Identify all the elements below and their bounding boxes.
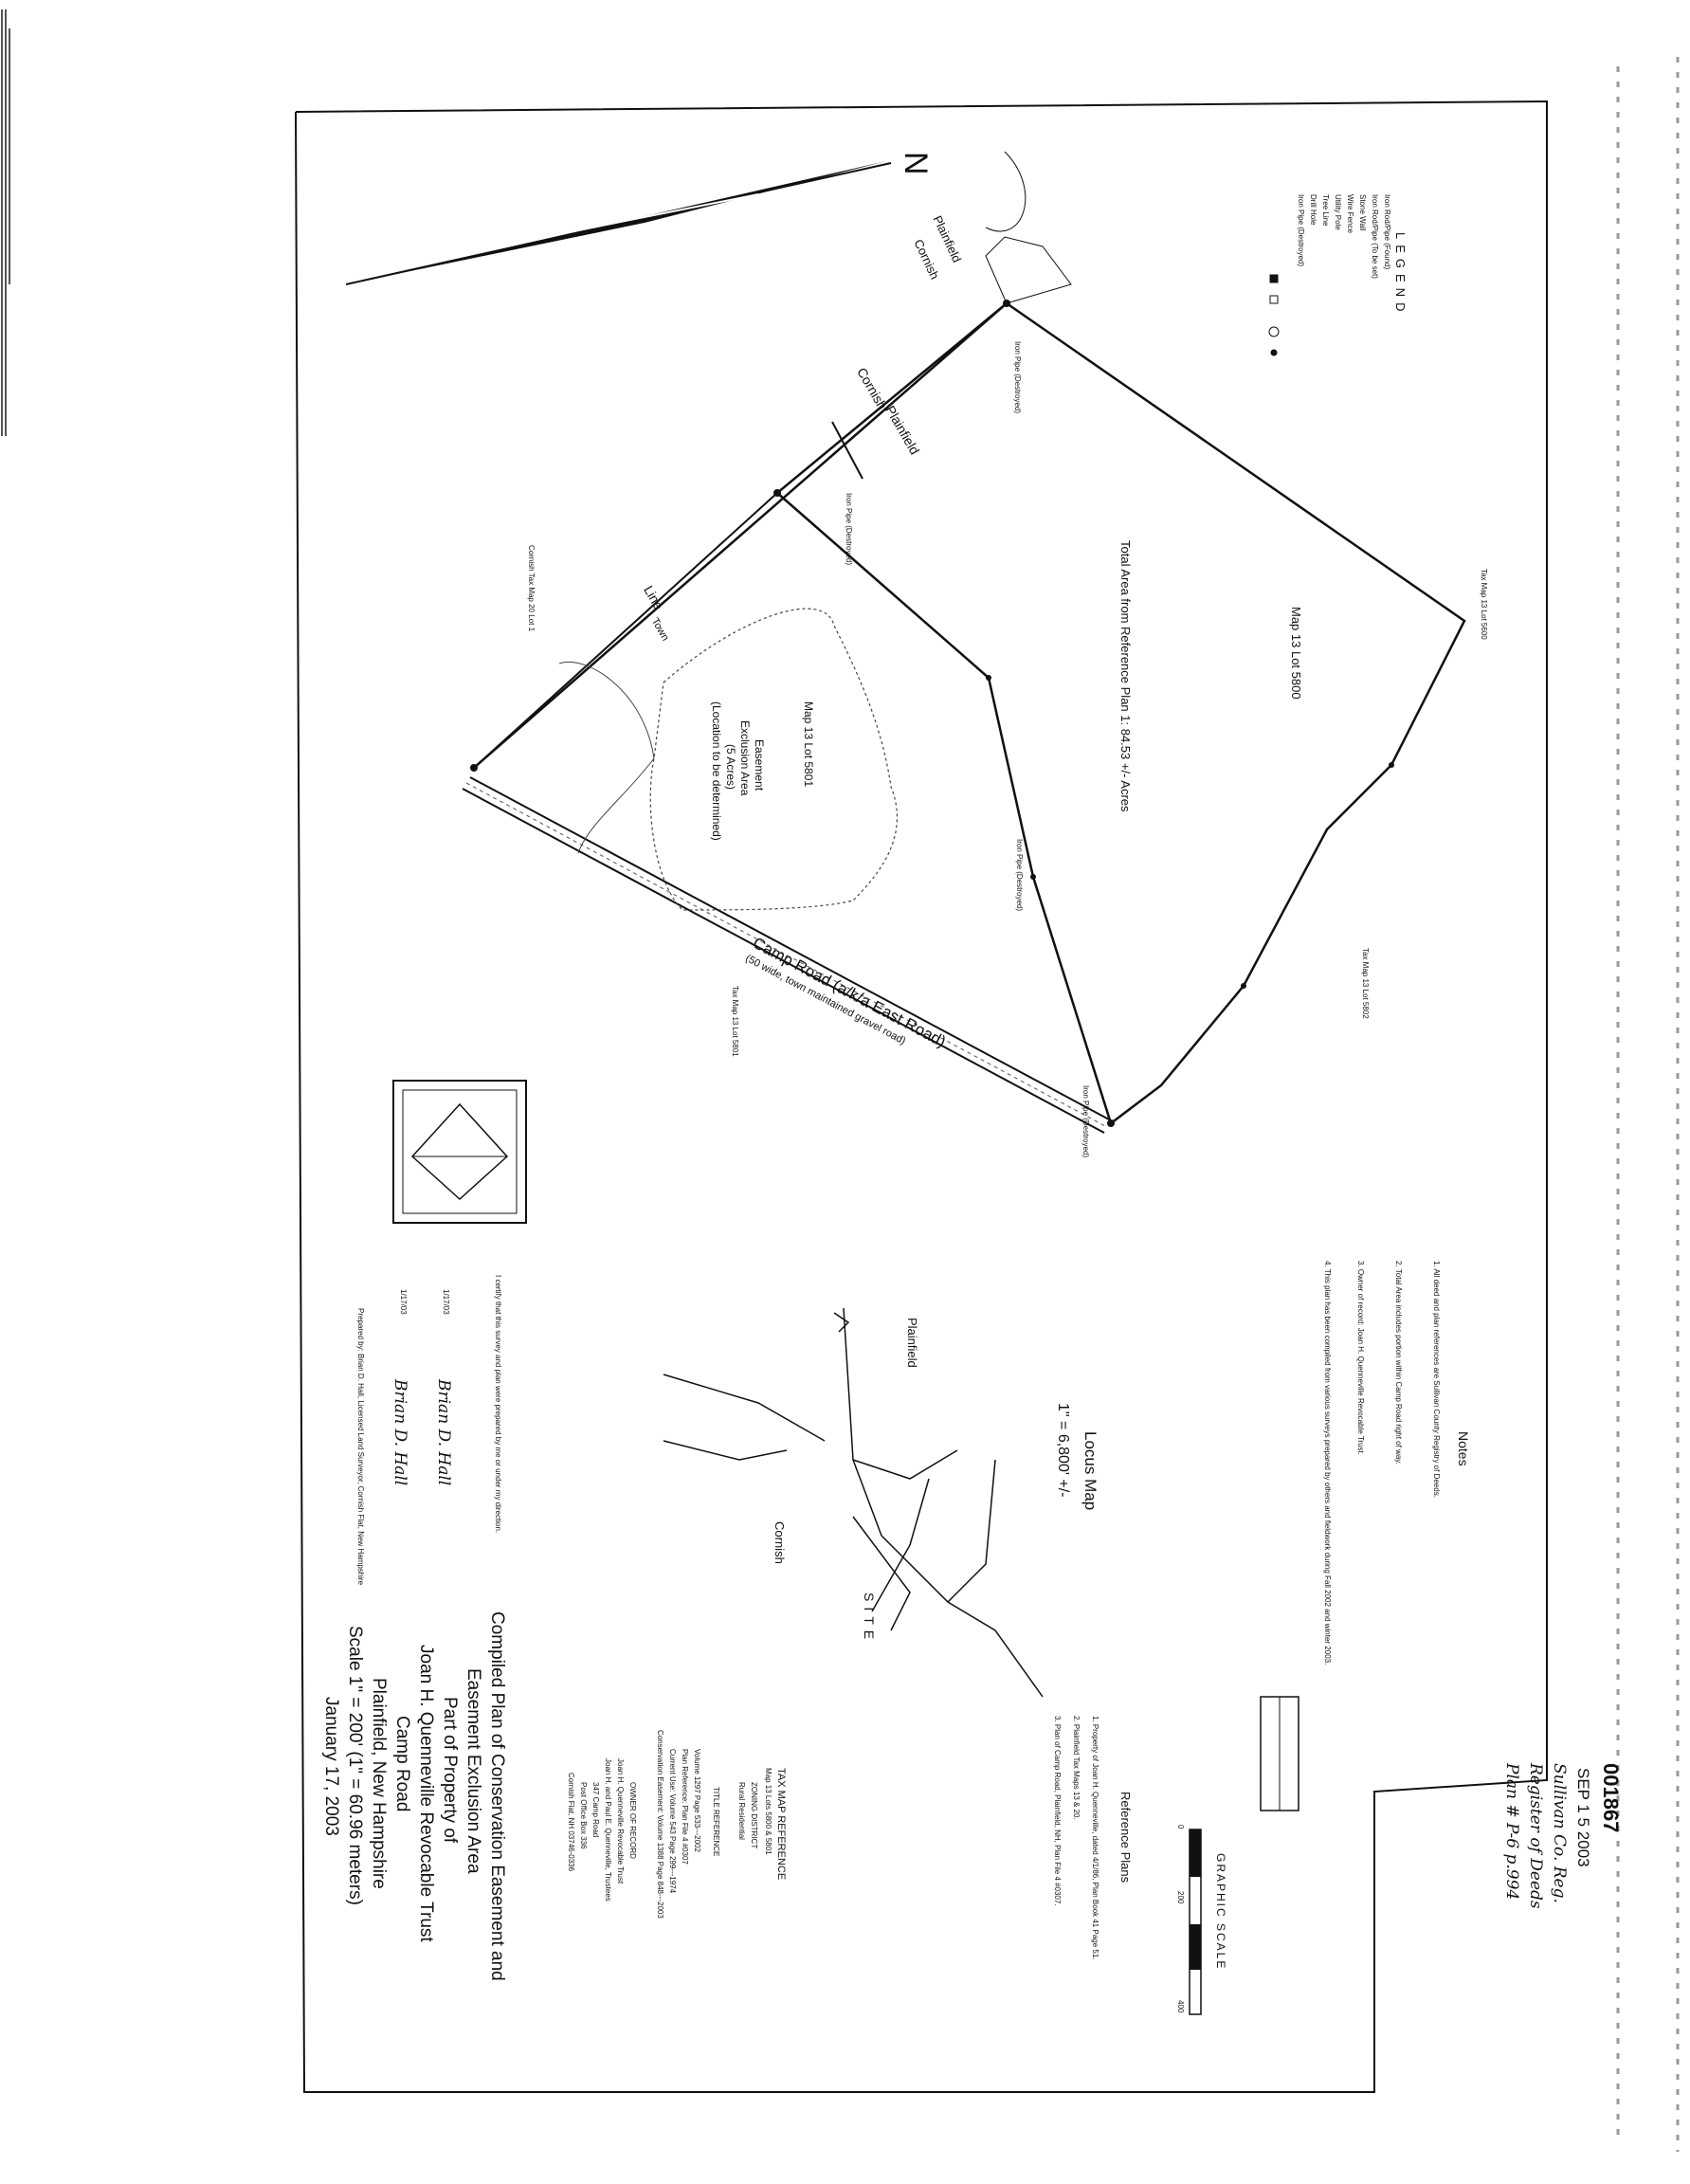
left-scan-artifact	[1, 9, 10, 436]
handwritten-note-1: Sullivan Co. Reg.	[1550, 1763, 1569, 1903]
reference-plan-2: 2. Plainfield Tax Maps 13 & 20.	[1072, 1716, 1081, 1820]
iron-pipe-label-4: Iron Pipe (Destroyed)	[1081, 1085, 1090, 1158]
legend-item-3: Stone Wall	[1358, 194, 1367, 231]
town-line-tick-1	[831, 421, 863, 480]
title-line-5: Camp Road	[392, 1716, 412, 1812]
abutter-right: Tax Map 13 Lot 5802	[1361, 948, 1370, 1019]
tax-map-title: TAX MAP REFERENCE	[775, 1768, 787, 1881]
notes-title: Notes	[1456, 1431, 1471, 1466]
camp-road-edge-1	[469, 776, 1112, 1121]
boundary-monuments	[470, 300, 1394, 1127]
parcel-excluded-label: Map 13 Lot 5801	[802, 701, 815, 788]
graphic-scale-title: GRAPHIC SCALE	[1214, 1853, 1227, 1971]
signature-1: Brian D. Hall	[434, 1379, 453, 1486]
title-line-8: January 17, 2003	[321, 1697, 341, 1836]
handwritten-note-3: Plan # P-6 p.994	[1502, 1763, 1521, 1901]
note-1: 1. All deed and plan references are Sull…	[1432, 1261, 1441, 1498]
owner-line-4: Post Office Box 336	[579, 1782, 588, 1849]
legend-item-5: Utility Pole	[1334, 194, 1342, 230]
locus-scale: 1" = 6,800' +/-	[1055, 1403, 1071, 1498]
legend-item-1: Iron Rod/Pipe (Found)	[1383, 194, 1391, 270]
title-line-3: Part of Property of	[440, 1697, 460, 1844]
graphic-scale-tick-400: 400	[1176, 2000, 1185, 2013]
legend-item-7: Drill Hole	[1309, 194, 1317, 226]
owner-line-3: 347 Camp Road	[591, 1782, 600, 1838]
north-label: N	[898, 152, 934, 175]
locus-town-b: Cornish	[772, 1521, 787, 1564]
document-number: 001867	[1599, 1763, 1623, 1833]
legend-symbols	[1268, 274, 1280, 356]
title-reference-title: TITLE REFERENCE	[712, 1787, 720, 1857]
wetland-line	[558, 662, 655, 854]
owner-line-1: Joan H. Quenneville Revocable Trust	[616, 1758, 625, 1884]
certification-date-1: 1/17/03	[442, 1289, 450, 1315]
certification-date-2: 1/17/03	[399, 1289, 408, 1315]
iron-pipe-label-2: Iron Pipe (Destroyed)	[845, 493, 853, 566]
locus-title: Locus Map	[1081, 1431, 1099, 1511]
tax-map-value: Map 13 Lots 5800 & 5801	[764, 1768, 772, 1855]
title-reference-line-1: Volume 1297 Page 533---2002	[693, 1749, 701, 1852]
note-3: 3. Owner of record: Joan H. Quenneville …	[1356, 1261, 1365, 1455]
handwritten-note-2: Register of Deeds	[1526, 1763, 1545, 1909]
exclusion-area-line4: (Location to be determined)	[710, 701, 723, 841]
town-line	[473, 302, 1008, 769]
camp-road-edge-2	[462, 788, 1105, 1134]
certification-text: I certify that this survey and plan were…	[494, 1275, 502, 1534]
abutter-bottom: Tax Map 13 Lot 5801	[731, 986, 739, 1057]
graphic-scale-tick-200: 200	[1176, 1891, 1185, 1904]
exclusion-area-line3: (5 Acres)	[724, 744, 737, 791]
locus-town-a: Plainfield	[905, 1318, 919, 1368]
zoning-value: Rural Residential	[737, 1782, 746, 1840]
signature-2: Brian D. Hall	[391, 1379, 409, 1486]
note-4: 4. This plan has been compiled from vari…	[1323, 1261, 1332, 1665]
abutter-left: Cornish Tax Map 20 Lot 1	[527, 545, 536, 632]
title-line-7: Scale 1" = 200' (1" = 60.96 meters)	[345, 1626, 365, 1905]
legend-item-8: Iron Pipe (Destroyed)	[1297, 194, 1305, 267]
owner-line-5: Cornish Flat, NH 03746-0336	[567, 1773, 575, 1872]
lot-5801-boundary	[473, 491, 1112, 1124]
abutter-top: Tax Map 13 Lot 5600	[1480, 569, 1488, 640]
scan-edge-marks	[1616, 57, 1680, 2152]
parcel-main-label: Map 13 Lot 5800	[1289, 607, 1303, 700]
graphic-scale-bar	[1189, 1829, 1202, 2015]
sheet-border	[295, 100, 1548, 2093]
received-stamp: SEP 1 5 2003	[1574, 1768, 1592, 1867]
top-curve	[985, 151, 1027, 232]
title-line-4: Joan H. Quenneville Revocable Trust	[416, 1645, 436, 1942]
north-arrow	[345, 161, 892, 285]
graphic-scale-tick-0: 0	[1176, 1825, 1185, 1829]
owner-line-2: Joan H. and Paul E. Quenneville, Trustee…	[604, 1758, 612, 1902]
exclusion-area-boundary	[649, 608, 899, 911]
legend-title: LEGEND	[1393, 232, 1408, 318]
zoning-title: ZONING DISTRICT	[750, 1782, 758, 1849]
title-line-6: Plainfield, New Hampshire	[369, 1678, 389, 1889]
title-line-2: Easement Exclusion Area	[463, 1668, 483, 1874]
legend-item-4: Wire Fence	[1346, 194, 1354, 233]
iron-pipe-label-1: Iron Pipe (Destroyed)	[1013, 341, 1022, 414]
locus-direction-arrow	[833, 1312, 850, 1333]
owner-title: OWNER OF RECORD	[628, 1782, 637, 1859]
note-2: 2. Total Area includes portion within Ca…	[1394, 1261, 1403, 1465]
surveyor-credit: Prepared by: Brian D. Hall, Licensed Lan…	[356, 1308, 365, 1586]
locus-map-lines	[663, 1307, 1044, 1698]
exclusion-area-line1: Easement	[753, 739, 766, 792]
reference-plan-1: 1. Property of Joan H. Quenneville, date…	[1091, 1716, 1099, 1960]
surveyor-seal	[392, 1080, 527, 1224]
legend-item-6: Tree Line	[1321, 194, 1330, 227]
title-reference-line-3: Current Use: Volume 543 Page 299---1974	[668, 1749, 677, 1894]
exclusion-area-line2: Exclusion Area	[738, 720, 752, 796]
locus-site-label: SITE	[862, 1592, 877, 1646]
legend-item-2: Iron Rod/Pipe (To be set)	[1371, 194, 1379, 279]
reference-plan-3: 3. Plan of Camp Road, Plainfield, NH, Pl…	[1053, 1716, 1062, 1906]
approval-box	[1260, 1696, 1299, 1811]
iron-pipe-label-3: Iron Pipe (Destroyed)	[1015, 839, 1024, 912]
reference-plans-title: Reference Plans	[1118, 1792, 1133, 1884]
access-lines	[985, 236, 1072, 304]
title-reference-line-4: Conservation Easement: Volume 1388 Page …	[656, 1730, 664, 1919]
total-area-label: Total Area from Reference Plan 1: 84.53 …	[1118, 540, 1133, 812]
title-reference-line-2: Plan Reference: Plan File 4 #0307	[681, 1749, 689, 1865]
title-line-1: Compiled Plan of Conservation Easement a…	[487, 1611, 507, 1981]
